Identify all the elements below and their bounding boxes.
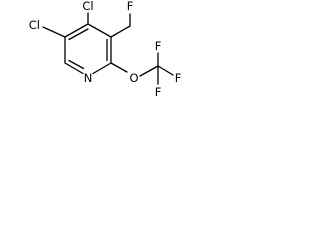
fluorine-atom-cf3-right: F bbox=[175, 71, 182, 85]
ring-bond-c4-c3-double bbox=[68, 28, 89, 41]
molecule-structure-diagram: Cl Cl F N O F F F bbox=[29, 0, 182, 99]
bond-cf3-f-right bbox=[157, 65, 174, 76]
fluorine-atom-cf3-bottom: F bbox=[155, 85, 162, 99]
fluorine-atom-cf3-top: F bbox=[155, 39, 162, 53]
bond-o-cf3 bbox=[139, 65, 159, 77]
oxygen-atom: O bbox=[129, 71, 138, 85]
ring-bond-c3-c2 bbox=[87, 23, 112, 38]
chlorine-atom-left: Cl bbox=[29, 18, 40, 32]
fluorine-atom-ch2f: F bbox=[127, 0, 134, 13]
bond-c-o bbox=[110, 62, 128, 73]
ring-bond-c1-n bbox=[92, 62, 112, 75]
ring-bond-c4-c3 bbox=[64, 23, 89, 38]
ring-bond-n-c5 bbox=[64, 62, 84, 75]
chlorine-atom-top: Cl bbox=[82, 0, 93, 13]
nitrogen-atom: N bbox=[84, 71, 93, 85]
ring-bond-n-c5-double bbox=[68, 59, 85, 70]
bond-c-ch2 bbox=[110, 25, 131, 38]
bond-c-cl-left bbox=[42, 26, 66, 38]
